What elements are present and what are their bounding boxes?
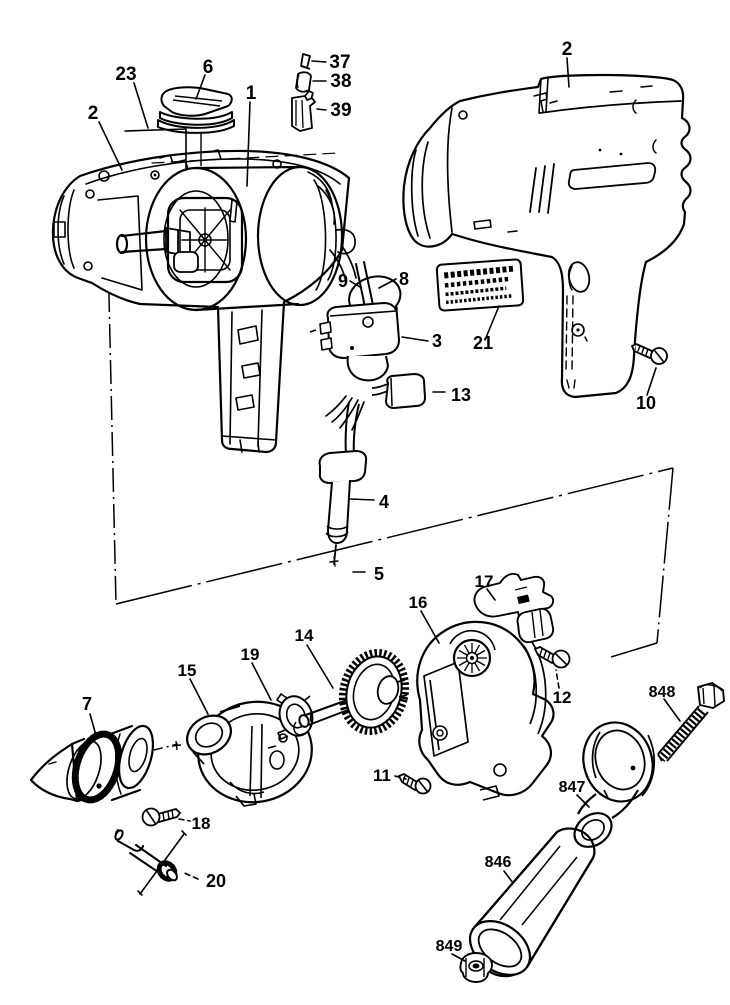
- screw-part10: [630, 343, 668, 365]
- part-label-7: 7: [82, 694, 92, 714]
- bracket-part39: [291, 90, 316, 132]
- part-label-11: 11: [373, 766, 391, 785]
- right-housing-part2: [402, 73, 692, 399]
- leader-lines: [89, 57, 681, 962]
- chuck-key-part20: [114, 829, 187, 896]
- part-label-847: 847: [559, 779, 586, 796]
- part-label-849: 849: [436, 938, 463, 955]
- spindle-gear-part14: [293, 648, 410, 736]
- part-label-18: 18: [192, 814, 211, 833]
- part-label-38: 38: [330, 71, 351, 92]
- part-label-14: 14: [295, 626, 314, 645]
- part-label-19: 19: [241, 645, 260, 664]
- pin-part37: [300, 53, 311, 70]
- phantom-plane: [107, 251, 674, 658]
- clamp-nut-part849: [459, 952, 493, 983]
- bearing-housing-part15: [153, 700, 313, 807]
- part-label-13: 13: [451, 385, 471, 405]
- sleeve-part38: [295, 71, 312, 93]
- handle-clamp-part847: [573, 721, 656, 848]
- screw-part12: [533, 646, 571, 669]
- part-label-4: 4: [379, 492, 389, 512]
- part-label-9: 9: [338, 271, 348, 291]
- part-label-6: 6: [203, 57, 214, 78]
- part-label-23: 23: [115, 64, 136, 85]
- switch-part3: [309, 302, 400, 382]
- part-label-2-left: 2: [88, 103, 99, 124]
- part-label-21: 21: [473, 333, 493, 353]
- part-label-846: 846: [485, 854, 512, 871]
- part-label-17: 17: [475, 572, 494, 591]
- frayed-wire-ends: [325, 395, 365, 431]
- part-label-20: 20: [206, 871, 226, 891]
- screw-part11: [397, 773, 432, 795]
- part-label-15: 15: [178, 661, 197, 680]
- cord-protector-part4: [318, 401, 368, 544]
- left-housing-motor-assembly: [51, 149, 357, 454]
- chuck-part7: [29, 724, 155, 804]
- gear-case-part16: [416, 620, 555, 801]
- cord-connector-part13: [371, 373, 426, 409]
- part-label-2-right: 2: [562, 39, 573, 60]
- part-label-37: 37: [329, 52, 350, 73]
- part-label-8: 8: [399, 269, 409, 289]
- part-label-3: 3: [432, 331, 442, 351]
- part-label-39: 39: [330, 100, 351, 121]
- rating-nameplate-part21: [435, 258, 525, 312]
- part-label-848: 848: [649, 684, 676, 701]
- part-label-5: 5: [374, 564, 384, 584]
- part-label-1: 1: [246, 83, 257, 104]
- part-label-12: 12: [553, 688, 572, 707]
- clamp-bolt-part848: [657, 682, 725, 762]
- callout-labels: 23 2 6 1 37 38 39 2 9 8 3 21 13 10 4 5 1…: [82, 39, 675, 955]
- brush-bracket-part17: [473, 572, 555, 644]
- cord-part5: [329, 544, 339, 567]
- part-label-10: 10: [636, 393, 656, 413]
- screw-part18: [141, 807, 182, 827]
- part-label-16: 16: [409, 593, 428, 612]
